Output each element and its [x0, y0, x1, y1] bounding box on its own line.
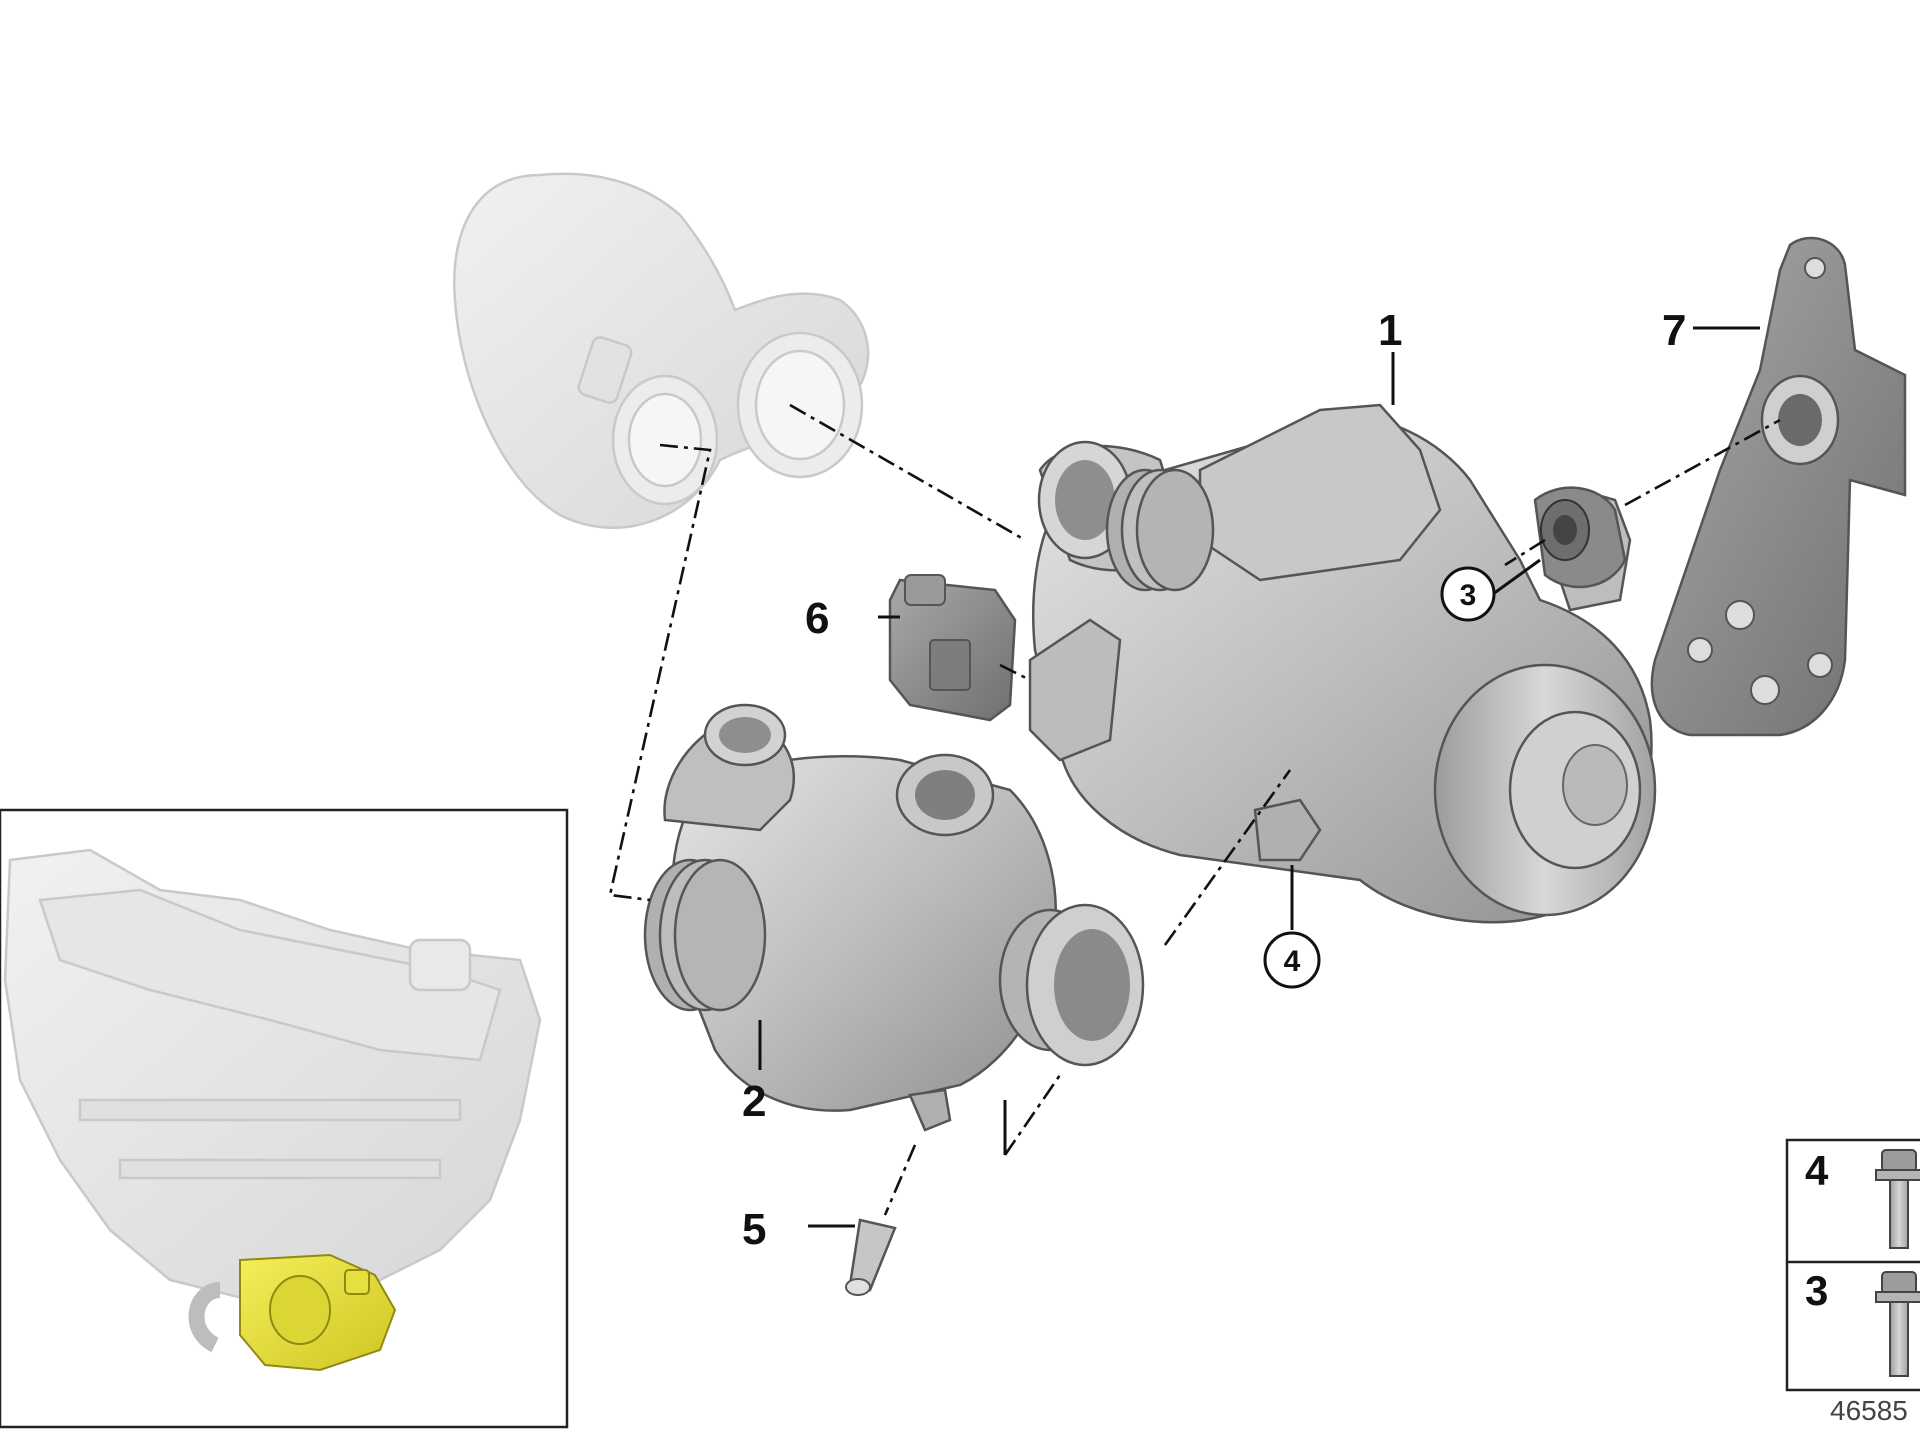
callouts: 1 2 3 4 5 6 7 — [742, 306, 1686, 1254]
legend-label-top: 4 — [1805, 1147, 1829, 1194]
plug-pin — [845, 1218, 897, 1296]
callout-3: 3 — [1460, 579, 1477, 612]
assembly-lines — [608, 403, 1781, 1216]
legend-label-bottom: 3 — [1805, 1267, 1828, 1314]
highlighted-pump-location — [188, 1253, 397, 1372]
bolt-icon-top — [1875, 1149, 1920, 1249]
diagram-code: 46585 — [1830, 1395, 1908, 1426]
engine-location-inset — [0, 808, 569, 1429]
coolant-hose-ghost — [453, 172, 870, 529]
bolt-icon-bottom — [1875, 1271, 1920, 1377]
callout-4-circle: 4 — [1263, 931, 1321, 989]
callout-7: 7 — [1662, 306, 1686, 355]
callout-3-circle: 3 — [1440, 566, 1496, 622]
mounting-bracket — [1650, 236, 1907, 737]
callout-2: 2 — [742, 1077, 766, 1126]
thermostat-housing — [643, 703, 1145, 1132]
callout-6: 6 — [805, 594, 829, 643]
rubber-grommet — [1533, 486, 1627, 589]
callout-5: 5 — [742, 1205, 766, 1254]
electrical-connector — [888, 574, 1017, 722]
fastener-legend: 4 3 — [1785, 1138, 1920, 1392]
callout-4: 4 — [1284, 945, 1301, 978]
callout-1: 1 — [1378, 306, 1402, 355]
leader-lines — [758, 326, 1760, 1228]
engine-ghost — [3, 848, 542, 1302]
electric-water-pump — [1028, 403, 1657, 924]
